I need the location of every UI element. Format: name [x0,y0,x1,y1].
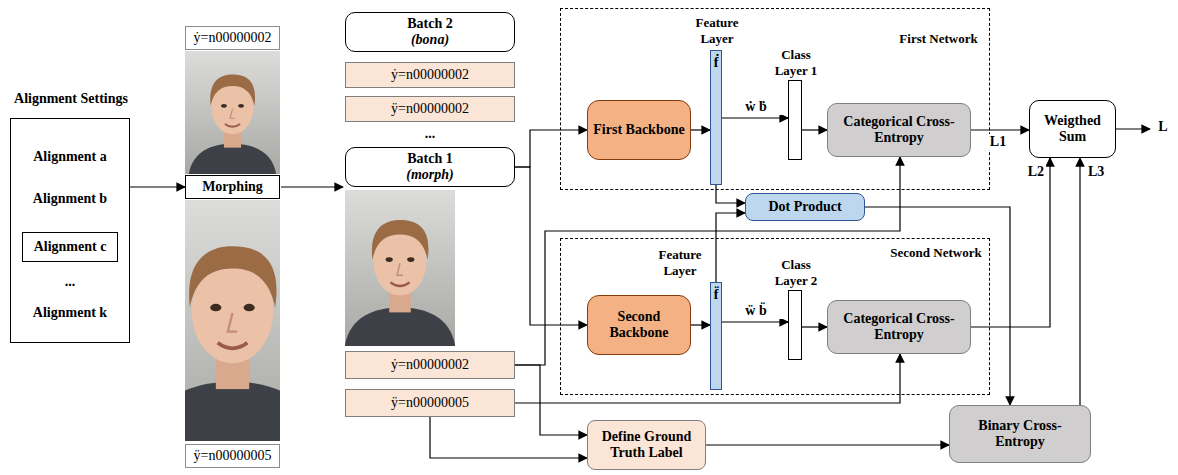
arrow-line [281,186,343,187]
node-text: (morph) [406,167,453,183]
identity-label: ẏ=n00000002 [185,26,280,50]
class-layer: Class Layer 2 [788,290,802,360]
node-text: Alignment a [11,149,129,165]
label-box: ẏ=n00000002 [345,62,515,88]
connector-arrow [130,186,185,187]
edge-label: L1 [978,134,1018,150]
node-text: ÿ=n00000002 [391,101,469,117]
process-box: Morphing [185,175,280,199]
node-text: Feature Layer [653,247,707,279]
node-text: Categorical Cross- Entropy [832,114,966,146]
node-text: Second Network [886,245,986,261]
node-text: f̈ [711,287,721,303]
free-label: ... [345,126,515,142]
connector-arrow [706,444,949,445]
node-text: ÿ=n00000005 [194,448,272,464]
batch-box: Batch 1(morph) [345,147,515,187]
loss-box: Binary Cross- Entropy [949,405,1091,463]
node-text: Alignment b [11,191,129,207]
feature-layer: Feature Layerḟ [710,50,722,185]
node-text: Batch 1 [407,151,453,167]
connector-arrow [691,324,710,325]
connector-arrow [802,326,827,327]
node-text: (bona) [411,32,449,48]
connector-arrow [515,354,900,403]
connector-arrow [515,130,587,167]
label-box: ÿ=n00000005 [345,389,515,417]
node-text: Feature Layer [685,15,749,47]
feature-layer: Feature Layerf̈ [710,282,722,390]
node-text: Batch 2 [407,16,453,32]
edge-label: ẅ b̈ [726,303,786,319]
node-text: Weigthed Sum [1034,113,1111,145]
connector-arrow [515,365,587,435]
selected-option: Alignment c [22,232,118,262]
node-text: Define Ground Truth Label [592,429,701,461]
edge-label: ẇ ḃ [726,99,786,115]
node-text: ẏ=n00000002 [391,67,469,83]
connector-arrow [1079,158,1080,405]
label-box: ẏ=n00000002 [345,351,515,379]
edge-label: L3 [1086,164,1116,180]
identity-label: ÿ=n00000005 [185,444,280,468]
operation-box: Dot Product [745,193,865,221]
connector-arrow [722,321,788,322]
backbone-box: Second Backbone [587,295,691,355]
connector-arrow [802,129,827,130]
sum-box: Weigthed Sum [1029,100,1116,158]
node-text: First Backbone [593,122,684,138]
node-text: ḟ [711,55,721,71]
free-label: L [1152,119,1174,135]
label-box: ÿ=n00000002 [345,96,515,122]
node-text: Class Layer 2 [764,257,828,289]
node-text: ẏ=n00000002 [391,357,469,373]
node-text: Alignment c [34,239,107,255]
batch-box: Batch 2(bona) [345,12,515,52]
face-photo [128,51,337,175]
connector-arrow [722,117,788,118]
node-text: ẏ=n00000002 [194,30,272,46]
node-text: Alignment k [11,305,129,321]
node-text: ÿ=n00000005 [391,395,469,411]
settings-panel: Alignment SettingsAlignment aAlignment b… [10,118,130,343]
morphed-face-photo [268,190,532,346]
connector-arrow [691,129,710,130]
node-text: Morphing [202,179,263,195]
loss-box: Categorical Cross- Entropy [827,300,971,354]
class-layer: Class Layer 1 [788,80,802,160]
node-text: Alignment Settings [6,91,136,107]
connector-arrow [971,129,1029,130]
connector-arrow [515,167,587,325]
node-text: ... [11,274,129,290]
connector-arrow [716,185,745,203]
connector-arrow [716,213,745,282]
node-text: Second Backbone [592,309,686,341]
process-box: Define Ground Truth Label [587,420,706,470]
edge-label: L2 [1012,164,1046,180]
backbone-box: First Backbone [587,100,691,160]
node-text: Dot Product [768,199,841,215]
connector-arrow [430,417,587,458]
node-text: Binary Cross- Entropy [954,418,1086,450]
arrow-line [1116,128,1150,129]
loss-box: Categorical Cross- Entropy [827,103,971,157]
node-text: Categorical Cross- Entropy [832,311,966,343]
node-text: Class Layer 1 [764,47,828,79]
node-text: First Network [891,31,986,47]
